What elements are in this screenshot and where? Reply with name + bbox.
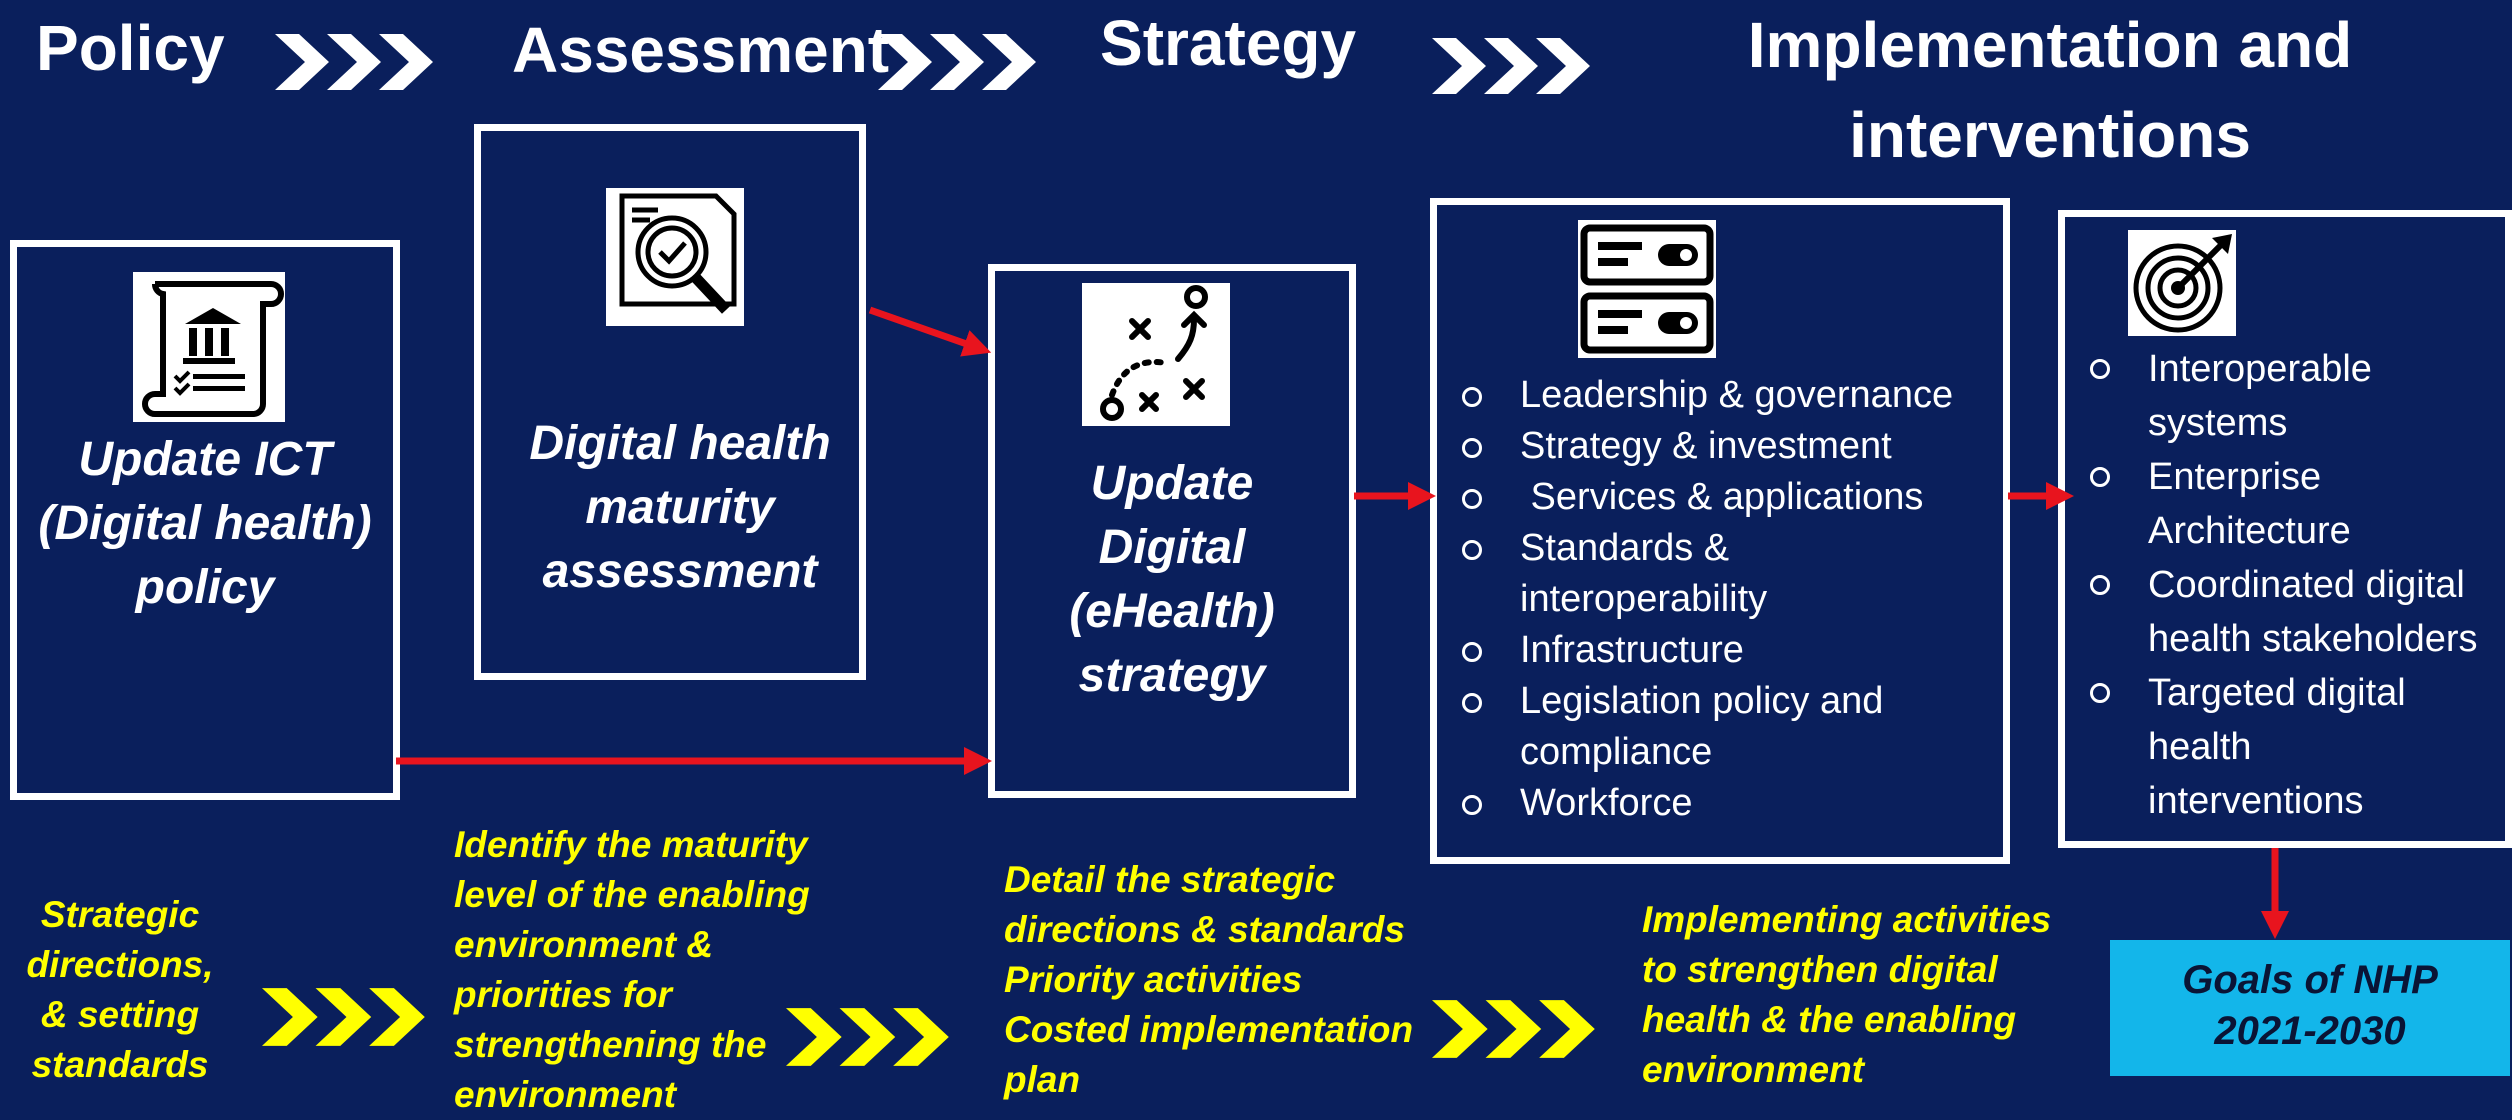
description-line: to strengthen digital [1642, 949, 1998, 990]
description-line: health & the enabling [1642, 999, 2017, 1040]
goals-box-line2: 2021-2030 [2214, 1009, 2406, 1053]
description-line: & setting [40, 994, 200, 1035]
list-item-line: Strategy & investment [1520, 425, 1892, 467]
list-item-line: health stakeholders [2148, 618, 2478, 660]
list-item-line: Architecture [2148, 510, 2351, 552]
chevrons-assessment-to-strategy [878, 34, 1036, 90]
implementation-list: Leadership & governance Strategy & inves… [1462, 370, 2002, 829]
assessment-box-title-line: Digital health [529, 417, 831, 470]
list-item-line: interventions [2148, 780, 2364, 822]
strategy-box-title-line: Update [1090, 457, 1254, 510]
list-item-line: health [2148, 726, 2252, 768]
description-line: Costed implementation [1004, 1009, 1414, 1050]
list-item-line: Standards & [1520, 527, 1730, 569]
strategy-play-icon [1082, 283, 1230, 426]
description-line: Priority activities [1004, 959, 1303, 1000]
assessment-magnifier-icon [606, 188, 744, 326]
assessment-box-title-line: maturity [585, 481, 775, 534]
strategy-box-title: Update Digital (eHealth) strategy [998, 452, 1346, 708]
outcomes-box [2058, 210, 2512, 848]
chevrons-policy-to-assessment [275, 34, 433, 90]
description-line: strengthening the [454, 1024, 767, 1065]
list-item: Standards & interoperability [1462, 523, 2002, 625]
description-line: standards [31, 1044, 209, 1085]
implementation-description: Implementing activities to strengthen di… [1642, 895, 2092, 1095]
policy-description: Strategic directions, & setting standard… [10, 890, 230, 1090]
list-item: Services & applications [1462, 472, 2002, 523]
list-item: Leadership & governance [1462, 370, 2002, 421]
description-line: Strategic [40, 894, 200, 935]
goals-box: Goals of NHP 2021-2030 [2110, 940, 2510, 1076]
list-item-line: Interoperable [2148, 348, 2372, 390]
list-item-line: Workforce [1520, 782, 1693, 824]
list-item: Targeted digital health interventions [2090, 666, 2510, 828]
policy-box-title: Update ICT (Digital health) policy [20, 428, 390, 620]
list-item-line: Leadership & governance [1520, 374, 1954, 416]
list-item: Strategy & investment [1462, 421, 2002, 472]
policy-box [10, 240, 400, 800]
stage-title-policy: Policy [36, 12, 225, 84]
strategy-box-title-line: (eHealth) [1069, 585, 1275, 638]
list-item-line: Services & applications [1520, 476, 1924, 518]
description-line: plan [1004, 1059, 1081, 1100]
description-line: level of the enabling [454, 874, 810, 915]
stage-title-strategy: Strategy [1100, 7, 1357, 79]
list-item: Workforce [1462, 778, 2002, 829]
policy-scroll-icon [133, 272, 285, 422]
strategy-box-title-line: strategy [1078, 649, 1266, 702]
description-line: Implementing activities [1642, 899, 2052, 940]
strategy-box-title-line: Digital [1098, 521, 1246, 574]
stage-title-implementation-line1: Implementation and [1747, 9, 2353, 81]
stage-title-implementation-line2: interventions [1849, 99, 2251, 171]
arrow-assessment-to-strategy [868, 306, 992, 357]
list-item: Infrastructure [1462, 625, 2002, 676]
assessment-box-title-line: assessment [542, 545, 818, 598]
list-item-line: Infrastructure [1520, 629, 1744, 671]
list-item-line: Enterprise [2148, 456, 2322, 498]
stage-title-implementation: Implementation and interventions [1690, 0, 2410, 180]
policy-box-title-line: Update ICT [78, 433, 332, 486]
list-item-line: Targeted digital [2148, 672, 2406, 714]
chevrons-bottom-1 [262, 988, 425, 1046]
policy-box-title-line: policy [135, 561, 275, 614]
policy-box-title-line: (Digital health) [38, 497, 372, 550]
goals-box-line1: Goals of NHP [2182, 958, 2438, 1002]
list-item-line: Legislation policy and [1520, 680, 1884, 722]
description-line: Detail the strategic [1004, 859, 1336, 900]
description-line: Identify the maturity [454, 824, 808, 865]
strategy-description: Detail the strategic directions & standa… [1004, 855, 1434, 1105]
implementation-box [1430, 198, 2010, 864]
description-line: environment & [454, 924, 714, 965]
description-line: environment [1642, 1049, 1865, 1090]
chevrons-bottom-2 [786, 1008, 949, 1066]
stage-title-assessment: Assessment [512, 14, 890, 86]
description-line: directions, [26, 944, 214, 985]
server-icon [1578, 220, 1716, 358]
strategy-box [988, 264, 1356, 798]
list-item: Interoperable systems [2090, 342, 2510, 450]
description-line: priorities for [454, 974, 672, 1015]
description-line: directions & standards [1004, 909, 1405, 950]
target-icon [2128, 230, 2236, 336]
list-item-line: systems [2148, 402, 2288, 444]
assessment-box-title: Digital health maturity assessment [490, 412, 870, 604]
list-item-line: compliance [1520, 731, 1713, 773]
description-line: environment [454, 1074, 677, 1115]
chevrons-strategy-to-implementation [1432, 38, 1590, 94]
assessment-box [474, 124, 866, 680]
list-item-line: Coordinated digital [2148, 564, 2465, 606]
assessment-description: Identify the maturity level of the enabl… [454, 820, 854, 1120]
chevrons-bottom-3 [1432, 1000, 1595, 1058]
list-item: Coordinated digital health stakeholders [2090, 558, 2510, 666]
list-item: Legislation policy and compliance [1462, 676, 2002, 778]
list-item-line: interoperability [1520, 578, 1768, 620]
